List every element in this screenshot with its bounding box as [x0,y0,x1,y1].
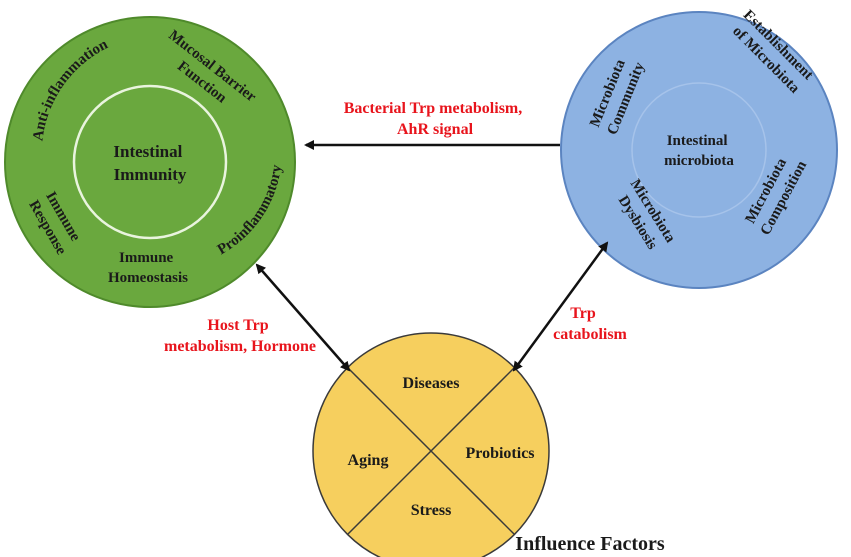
influence-factors-title: Influence Factors [515,533,665,555]
probiotics-label: Probiotics [465,445,534,462]
immunity-circle [4,16,296,308]
aging-label: Aging [348,452,389,469]
microbiota-center-label: Intestinal microbiota [664,133,734,169]
stress-label: Stress [411,502,452,519]
trp-catabolism-arrow [512,241,609,372]
factors-circle [312,332,550,557]
bacterial-trp-label: Bacterial Trp metabolism, AhR signal [344,100,527,138]
immunity-center-label: Intestinal Immunity [113,142,186,184]
microbiota-circle [560,11,838,289]
diseases-label: Diseases [403,375,460,392]
host-arrow [255,263,351,372]
trp-catabolism-label: Trp catabolism [553,305,627,343]
immune-homeostasis-label: Immune Homeostasis [108,250,188,286]
host-trp-label: Host Trp metabolism, Hormone [164,317,316,355]
